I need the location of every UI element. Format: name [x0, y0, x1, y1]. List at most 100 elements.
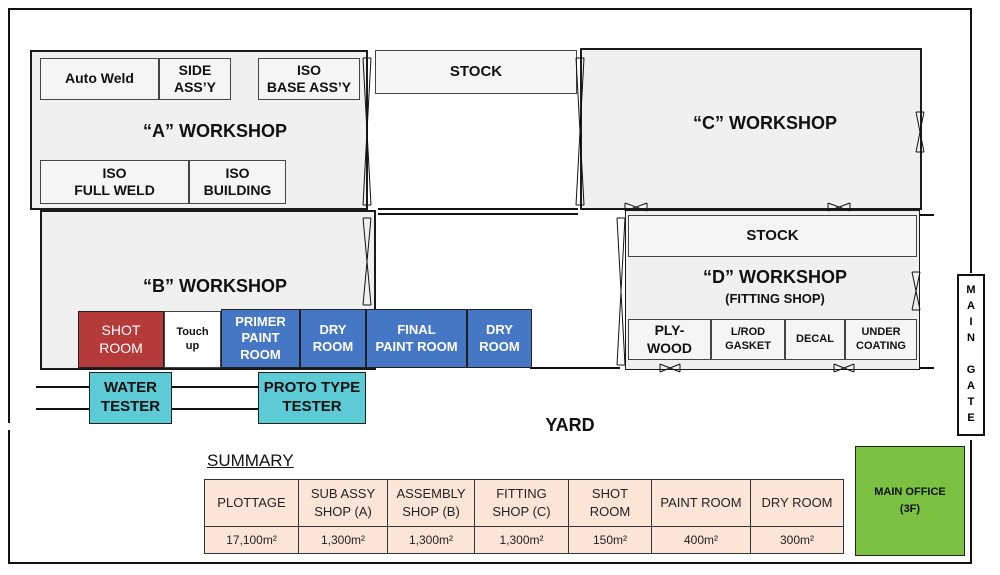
summary-value-cell: 150m²: [568, 526, 652, 554]
iso-building-label-1: ISO: [225, 164, 250, 181]
summary-header-cell: DRY ROOM: [750, 479, 844, 527]
stock-top-label: STOCK: [449, 62, 503, 80]
workshop-c: [580, 48, 922, 210]
main-gate-letter: G: [966, 364, 976, 377]
boundary-top: [8, 8, 972, 10]
main-gate-letter: A: [967, 380, 975, 393]
summary-header-text: PLOTTAGE: [217, 495, 286, 511]
dry-room-1-label-1: DRY: [319, 322, 347, 338]
main-gate-letter: I: [969, 316, 973, 329]
water-pipe-4: [172, 408, 258, 410]
boundary-right-lower: [970, 440, 972, 564]
primer-paint-room: PRIMER PAINT ROOM: [221, 309, 300, 368]
summary-header-cell: PLOTTAGE: [204, 479, 299, 527]
iso-base-label-2: BASE ASS’Y: [266, 79, 352, 95]
summary-header-text: FITTING: [496, 486, 547, 502]
side-assy-label-1: SIDE: [178, 61, 212, 78]
iso-base-label-1: ISO: [296, 61, 322, 78]
summary-value-cell: 300m²: [750, 526, 844, 554]
summary-header-text: ROOM: [589, 504, 631, 519]
summary-value-cell: 400m²: [651, 526, 751, 554]
summary-title: SUMMARY: [207, 451, 294, 470]
touch-up-label-2: up: [185, 339, 200, 352]
door-symbol: [616, 217, 626, 366]
main-gate-letter: T: [967, 396, 975, 408]
summary-header-text: SHOP (B): [402, 504, 460, 519]
iso-full-label-2: FULL WELD: [74, 182, 155, 198]
road-line-mid-upper: [378, 208, 578, 210]
iso-building-label-2: BUILDING: [203, 182, 272, 198]
under-coating-label-1: UNDER: [861, 325, 901, 338]
summary-value-cell: 1,300m²: [298, 526, 388, 554]
workshop-b-title: “B” WORKSHOP: [143, 276, 287, 296]
boundary-left-upper: [8, 8, 10, 423]
side-assy-label-2: ASS’Y: [173, 79, 216, 95]
touch-up-label-1: Touch: [176, 325, 209, 338]
iso-full-weld-area: ISO FULL WELD: [40, 160, 189, 204]
proto-type-tester: PROTO TYPE TESTER: [258, 372, 366, 424]
primer-label-2: PAINT ROOM: [240, 330, 281, 362]
road-line-right: [920, 214, 934, 216]
dry-room-1: DRY ROOM: [300, 309, 366, 368]
lrod-label-1: L/ROD: [730, 325, 766, 338]
dry-room-2: DRY ROOM: [467, 309, 532, 368]
yard-label: YARD: [545, 415, 595, 435]
road-line-mid-lower: [378, 213, 578, 215]
summary-header-text: SUB ASSY: [310, 486, 376, 502]
shot-room-label-1: SHOT: [101, 322, 141, 338]
summary-header-text: SHOP (A): [314, 504, 372, 519]
plywood-label-2: WOOD: [646, 339, 693, 356]
summary-header-text: SHOP (C): [492, 504, 551, 519]
door-symbol: [624, 202, 648, 212]
workshop-a-title: “A” WORKSHOP: [143, 121, 287, 141]
dry-room-2-label-2: ROOM: [479, 338, 520, 354]
iso-base-assy-area: ISO BASE ASS’Y: [258, 58, 360, 100]
door-symbol: [833, 363, 855, 373]
plywood-label-1: PLY-: [654, 322, 685, 338]
boundary-bottom: [8, 562, 972, 564]
water-tester-label-2: TESTER: [100, 398, 161, 415]
door-symbol: [915, 111, 925, 153]
final-paint-label-1: FINAL: [397, 322, 436, 338]
final-paint-room: FINAL PAINT ROOM: [366, 309, 467, 368]
stock-area-d: STOCK: [628, 215, 917, 257]
primer-label-1: PRIMER: [235, 314, 286, 330]
summary-value-cell: 1,300m²: [474, 526, 569, 554]
main-gate-letter: M: [966, 284, 976, 297]
final-paint-label-2: PAINT ROOM: [375, 338, 458, 354]
dry-room-2-label-1: DRY: [486, 322, 513, 338]
main-office-label-1: MAIN OFFICE: [874, 485, 946, 498]
decal-area: DECAL: [785, 319, 845, 360]
door-symbol: [827, 202, 851, 212]
shot-room: SHOT ROOM: [78, 311, 164, 368]
door-symbol: [575, 57, 585, 206]
water-pipe-2: [36, 408, 90, 410]
workshop-c-title: “C” WORKSHOP: [693, 113, 837, 133]
iso-full-label-1: ISO: [102, 164, 127, 181]
shot-room-label-2: ROOM: [99, 339, 143, 356]
door-symbol: [911, 271, 921, 311]
water-tester: WATER TESTER: [89, 372, 172, 424]
door-symbol: [659, 363, 681, 373]
summary-header-text: SHOT: [591, 486, 629, 502]
boundary-right-upper: [970, 8, 972, 273]
under-coating-area: UNDER COATING: [845, 319, 917, 360]
decal-label: DECAL: [796, 332, 834, 345]
main-office: MAIN OFFICE (3F): [855, 446, 965, 556]
workshop-d-subtitle: (FITTING SHOP): [725, 291, 825, 306]
water-pipe-3: [172, 386, 258, 388]
water-tester-label-1: WATER: [103, 379, 158, 397]
side-assy-area: SIDE ASS’Y: [159, 58, 231, 100]
summary-header-text: DRY ROOM: [761, 495, 833, 511]
main-gate-letter: A: [967, 300, 975, 313]
under-coating-label-2: COATING: [856, 339, 906, 352]
water-pipe-1: [36, 386, 90, 388]
proto-tester-label-1: PROTO TYPE: [263, 379, 361, 397]
summary-value-cell: 17,100m²: [204, 526, 299, 554]
lrod-label-2: GASKET: [725, 339, 771, 352]
